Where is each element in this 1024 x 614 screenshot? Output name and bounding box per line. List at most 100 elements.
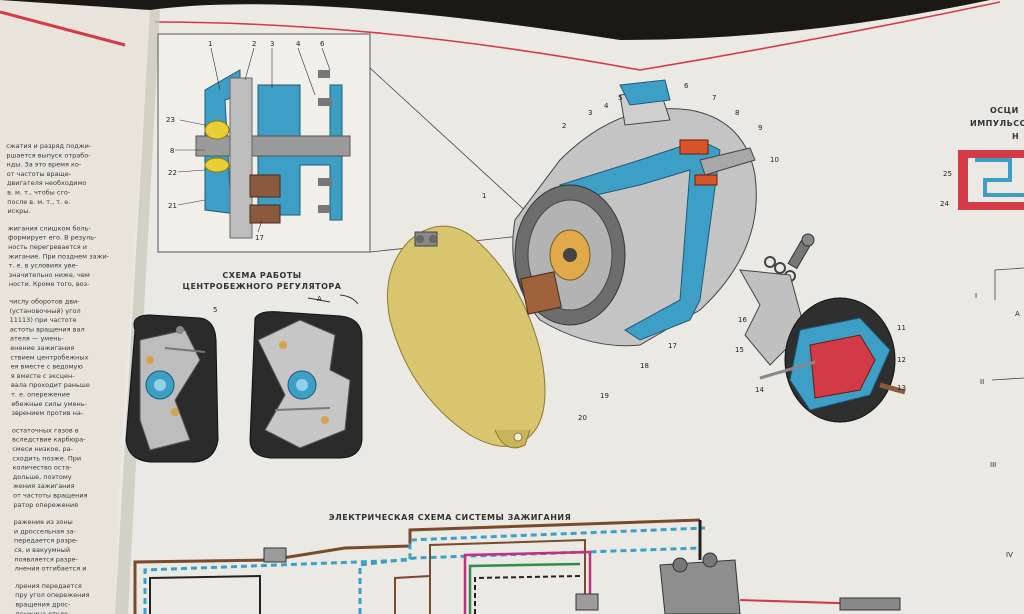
brown-connector <box>520 271 562 315</box>
cam-center <box>563 248 577 262</box>
regulator-label-a: A <box>317 295 322 303</box>
left-text-line: вращения дрос- <box>15 601 71 609</box>
left-text-line: двигателя необходимо <box>7 179 87 187</box>
exploded-label-20: 20 <box>578 414 587 422</box>
spark-plug <box>839 597 901 611</box>
osc-roman-3: III <box>990 461 996 469</box>
exploded-label-10: 10 <box>770 156 779 164</box>
left-text-line: ршается выпуск отрабо- <box>6 151 91 159</box>
exploded-label-18: 18 <box>640 362 649 370</box>
centrifugal-regulator-diagram: СХЕМА РАБОТЫ ЦЕНТРОБЕЖНОГО РЕГУЛЯТОРА 5 … <box>125 271 363 463</box>
gutter-shadow <box>115 10 160 614</box>
osc-roman-2: II <box>980 378 984 386</box>
osc-roman-4: IV <box>1006 551 1013 559</box>
left-text-line: енение зажигания <box>10 344 74 352</box>
switch-connector <box>575 593 599 611</box>
drive-shaft <box>699 147 756 176</box>
green-wire <box>468 562 581 614</box>
left-text-line: нды. За это время ко- <box>7 161 82 169</box>
distributor-cap-cover <box>387 225 546 449</box>
vacuum-regulator <box>759 297 906 423</box>
left-text-line: дольше, поэтому <box>13 473 72 481</box>
left-text-line: ратор опережения <box>13 501 78 509</box>
black-wire-box <box>149 574 261 614</box>
osc-label-a: A <box>1015 310 1020 318</box>
left-text-line: от частоты враще- <box>7 170 72 178</box>
left-text-line: появляется разре- <box>14 555 78 563</box>
exploded-label-14: 14 <box>755 386 764 394</box>
ignition-wiring-diagram <box>133 518 901 614</box>
bushing-lower <box>204 157 230 173</box>
left-text-line: ражение из зоны <box>14 518 73 526</box>
contact-insert-2 <box>694 174 718 186</box>
adjusting-bolt <box>787 233 815 270</box>
left-text-line: ствием центробежных <box>10 353 88 361</box>
exploded-label-2: 2 <box>562 122 566 130</box>
left-text-line: смеси низкое, ра- <box>12 445 73 453</box>
regulator-label-5: 5 <box>213 306 217 314</box>
left-text-line: остаточных газов в <box>12 426 79 434</box>
section-label-23: 23 <box>166 116 175 124</box>
left-text-line: передается разре- <box>14 537 79 545</box>
exploded-label-4: 4 <box>604 102 609 110</box>
centrifugal-title-2: ЦЕНТРОБЕЖНОГО РЕГУЛЯТОРА <box>183 282 342 291</box>
exploded-label-6: 6 <box>684 82 689 90</box>
wire-connector <box>263 547 287 563</box>
left-text-line: лнения отгибается и <box>15 565 87 573</box>
section-label-22: 22 <box>168 169 177 177</box>
left-text-line: искры. <box>7 207 30 215</box>
left-text-line: в. м. т., чтобы сго- <box>7 189 71 197</box>
osc-line-2 <box>991 377 1024 381</box>
section-label-4: 4 <box>296 40 301 48</box>
electric-scheme-title: ЭЛЕКТРИЧЕСКАЯ СХЕМА СИСТЕМЫ ЗАЖИГАНИЯ <box>329 513 572 522</box>
left-text-line: сходить позже. При <box>12 454 81 462</box>
left-text-line: (установочный) угол <box>9 307 80 315</box>
left-text-line: пружина откло- <box>16 610 71 614</box>
exploded-label-8: 8 <box>735 109 739 117</box>
left-text-line: т. е. в условиях уве- <box>9 262 79 270</box>
screw <box>318 70 330 78</box>
exploded-label-5: 5 <box>618 94 622 102</box>
left-text-line: т. е. опережение <box>11 391 70 399</box>
housing-cut-top <box>619 79 671 106</box>
contact-insert <box>679 139 709 155</box>
osc-title-1: ОСЦИ <box>990 106 1019 115</box>
section-label-8: 8 <box>170 147 174 155</box>
left-text-line: ности. Кроме того, воз- <box>9 280 90 288</box>
screw <box>318 98 332 106</box>
ignition-coil <box>659 559 741 614</box>
brown-wire-main <box>133 518 701 614</box>
section-label-21: 21 <box>168 202 177 210</box>
left-text-line: значительно ниже, чем <box>9 271 90 279</box>
blue-wire-2 <box>358 546 701 614</box>
exploded-label-15: 15 <box>735 346 744 354</box>
osc-trace <box>975 158 1024 197</box>
exploded-label-1: 1 <box>482 192 486 200</box>
osc-title-2: ИМПУЛЬСО <box>970 119 1024 128</box>
left-text-line: жигание. При позднем зажи- <box>8 252 109 260</box>
left-text-line: ея вместе с ведомую <box>11 363 84 371</box>
left-text-line: ся, и вакуумный <box>14 546 70 554</box>
centrifugal-title-1: СХЕМА РАБОТЫ <box>222 271 301 280</box>
section-label-2: 2 <box>252 40 256 48</box>
exploded-label-3: 3 <box>588 109 592 117</box>
left-text-line: пру угол опережения <box>15 591 89 599</box>
left-page <box>0 0 150 614</box>
left-text-line: от частоты вращения <box>13 492 88 500</box>
left-text-line: 11113) при частоте <box>10 316 77 324</box>
terminal-block-lower <box>249 204 281 224</box>
osc-title-3: Н <box>1012 132 1019 141</box>
section-label-3: 3 <box>270 40 274 48</box>
left-text-line: сжатия и разряд поджи- <box>6 142 92 150</box>
magenta-wire <box>463 550 592 614</box>
section-label-1: 1 <box>208 40 212 48</box>
bushing-upper <box>204 120 230 140</box>
exploded-label-12: 12 <box>897 356 906 364</box>
left-text-line: вследствие карбюра- <box>12 436 86 444</box>
section-label-6: 6 <box>320 40 325 48</box>
exploded-label-13: 13 <box>897 384 906 392</box>
left-text-line: вала проходит раньше <box>11 381 90 389</box>
exploded-label-9: 9 <box>758 124 762 132</box>
